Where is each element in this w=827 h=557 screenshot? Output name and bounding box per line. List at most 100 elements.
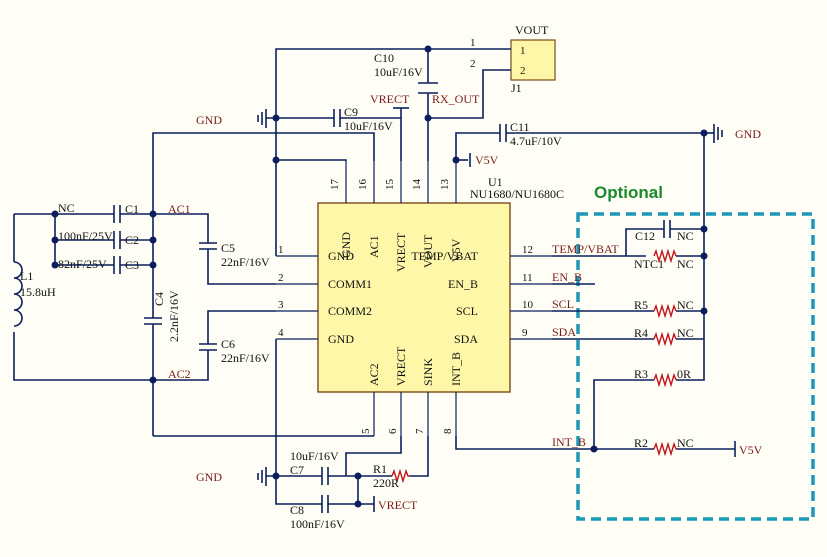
l1-ref: L1 [20, 269, 33, 283]
c2-ref: C2 [125, 233, 139, 247]
pin-name-comm2: COMM2 [328, 304, 372, 318]
connector-pin2: 2 [520, 65, 526, 77]
pin-num-12: 12 [522, 244, 533, 256]
net-scl: SCL [552, 297, 574, 311]
capacitor-c10[interactable]: C10 10uF/16V [374, 51, 438, 94]
r5-value: NC [677, 298, 694, 312]
r5-ref: R5 [634, 298, 648, 312]
pin-num-3: 3 [278, 299, 284, 311]
c11-value: 4.7uF/10V [510, 134, 562, 148]
c5-ref: C5 [221, 241, 235, 255]
pin-num-9: 9 [522, 327, 528, 339]
r1-ref: R1 [373, 462, 387, 476]
net-v5v-top: V5V [475, 153, 499, 167]
pin-name-gnd-17: GND [339, 232, 353, 258]
net-en-b: EN_B [552, 270, 582, 284]
pin-num-1: 1 [278, 244, 284, 256]
pin-num-16: 16 [357, 179, 369, 191]
pin-name-vrect-15: VRECT [394, 232, 408, 272]
net-rx-out: RX_OUT [432, 92, 480, 106]
pin-num-13: 13 [439, 179, 451, 191]
c4-value: 2.2nF/16V [167, 290, 181, 342]
pin-num-17: 17 [329, 179, 341, 191]
pin-name-ac1: AC1 [367, 235, 381, 258]
optional-label: Optional [594, 183, 663, 202]
capacitor-c6[interactable]: C6 22nF/16V [199, 337, 270, 365]
resistor-r2[interactable]: R2 NC [634, 436, 694, 457]
c7-value: 10uF/16V [290, 449, 339, 463]
capacitor-c3[interactable]: C3 82nF/25V [58, 256, 139, 274]
inductor-l1[interactable]: L1 15.8uH [8, 261, 56, 332]
c3-value: 82nF/25V [58, 257, 107, 271]
capacitor-c2[interactable]: C2 100nF/25V [58, 229, 139, 249]
r2-ref: R2 [634, 436, 648, 450]
pin-name-en-b: EN_B [448, 277, 478, 291]
net-gnd-top: GND [196, 113, 222, 127]
pin-name-sda: SDA [454, 332, 478, 346]
capacitor-c12[interactable]: C12 NC [635, 220, 694, 243]
c5-value: 22nF/16V [221, 255, 270, 269]
resistor-r5[interactable]: R5 NC [634, 298, 694, 319]
resistor-r4[interactable]: R4 NC [634, 326, 694, 347]
pin-name-int-b: INT_B [449, 352, 463, 386]
pin-num-6: 6 [387, 428, 399, 434]
capacitor-c8[interactable]: C8 100nF/16V [290, 495, 345, 531]
capacitor-c7[interactable]: C7 10uF/16V [290, 449, 339, 485]
connector-wire2: 2 [470, 58, 476, 70]
net-ac1: AC1 [168, 202, 191, 216]
pin-name-temp-vbat: TEMP/VBAT [411, 249, 478, 263]
wires-right [552, 228, 736, 457]
c3-ref: C3 [125, 258, 139, 272]
net-vrect-bottom: VRECT [378, 498, 418, 512]
pin-num-4: 4 [278, 327, 284, 339]
pin-num-2: 2 [278, 272, 284, 284]
c1-value: NC [58, 201, 75, 215]
capacitor-c1[interactable]: C1 NC [58, 201, 139, 223]
net-v5v-right: V5V [739, 443, 763, 457]
c11-ref: C11 [510, 120, 530, 134]
capacitor-c9[interactable]: C9 10uF/16V [333, 105, 393, 133]
pin-name-gnd-1: GND [328, 249, 354, 263]
pin-name-sink: SINK [421, 358, 435, 386]
net-gnd-right: GND [735, 127, 761, 141]
resistor-r3[interactable]: R3 0R [634, 367, 691, 388]
r4-value: NC [677, 326, 694, 340]
r4-ref: R4 [634, 326, 648, 340]
net-ac2: AC2 [168, 367, 191, 381]
pin-num-11: 11 [522, 272, 533, 284]
wires-bottom [257, 436, 654, 512]
pin-num-7: 7 [414, 428, 426, 434]
pin-name-ac2: AC2 [367, 363, 381, 386]
connector-pin1: 1 [520, 45, 526, 57]
capacitor-c4[interactable]: C4 2.2nF/16V [144, 290, 181, 342]
capacitor-c5[interactable]: C5 22nF/16V [199, 241, 270, 269]
c4-ref: C4 [152, 292, 166, 306]
c10-ref: C10 [374, 51, 394, 65]
c7-ref: C7 [290, 463, 304, 477]
capacitor-c11[interactable]: C11 4.7uF/10V [499, 120, 562, 148]
c12-ref: C12 [635, 229, 655, 243]
pin-name-v5v: V5V [449, 238, 463, 262]
r3-value: 0R [677, 367, 691, 381]
ntc1-value: NC [677, 257, 694, 271]
connector-ref: J1 [511, 81, 522, 95]
r1-value: 220R [373, 476, 399, 490]
resistor-r1[interactable]: R1 220R [373, 462, 410, 490]
wires-top [152, 48, 723, 311]
pin-name-gnd-4: GND [328, 332, 354, 346]
optional-region [576, 212, 815, 521]
ic-ref: U1 [488, 175, 503, 189]
connector-j1[interactable]: VOUT J1 1 2 1 2 [470, 23, 556, 95]
c10-value: 10uF/16V [374, 65, 423, 79]
c6-ref: C6 [221, 337, 235, 351]
pin-num-10: 10 [522, 299, 534, 311]
thermistor-ntc1[interactable]: NTC1 NC [634, 248, 694, 271]
net-sda: SDA [552, 325, 576, 339]
l1-value: 15.8uH [20, 285, 56, 299]
r3-ref: R3 [634, 367, 648, 381]
ic-u1[interactable]: U1 NU1680/NU1680C 1 2 3 4 GND COMM1 COMM… [276, 161, 564, 436]
ntc1-ref: NTC1 [634, 257, 664, 271]
c12-value: NC [677, 229, 694, 243]
pin-name-vout: VOUT [421, 234, 435, 268]
